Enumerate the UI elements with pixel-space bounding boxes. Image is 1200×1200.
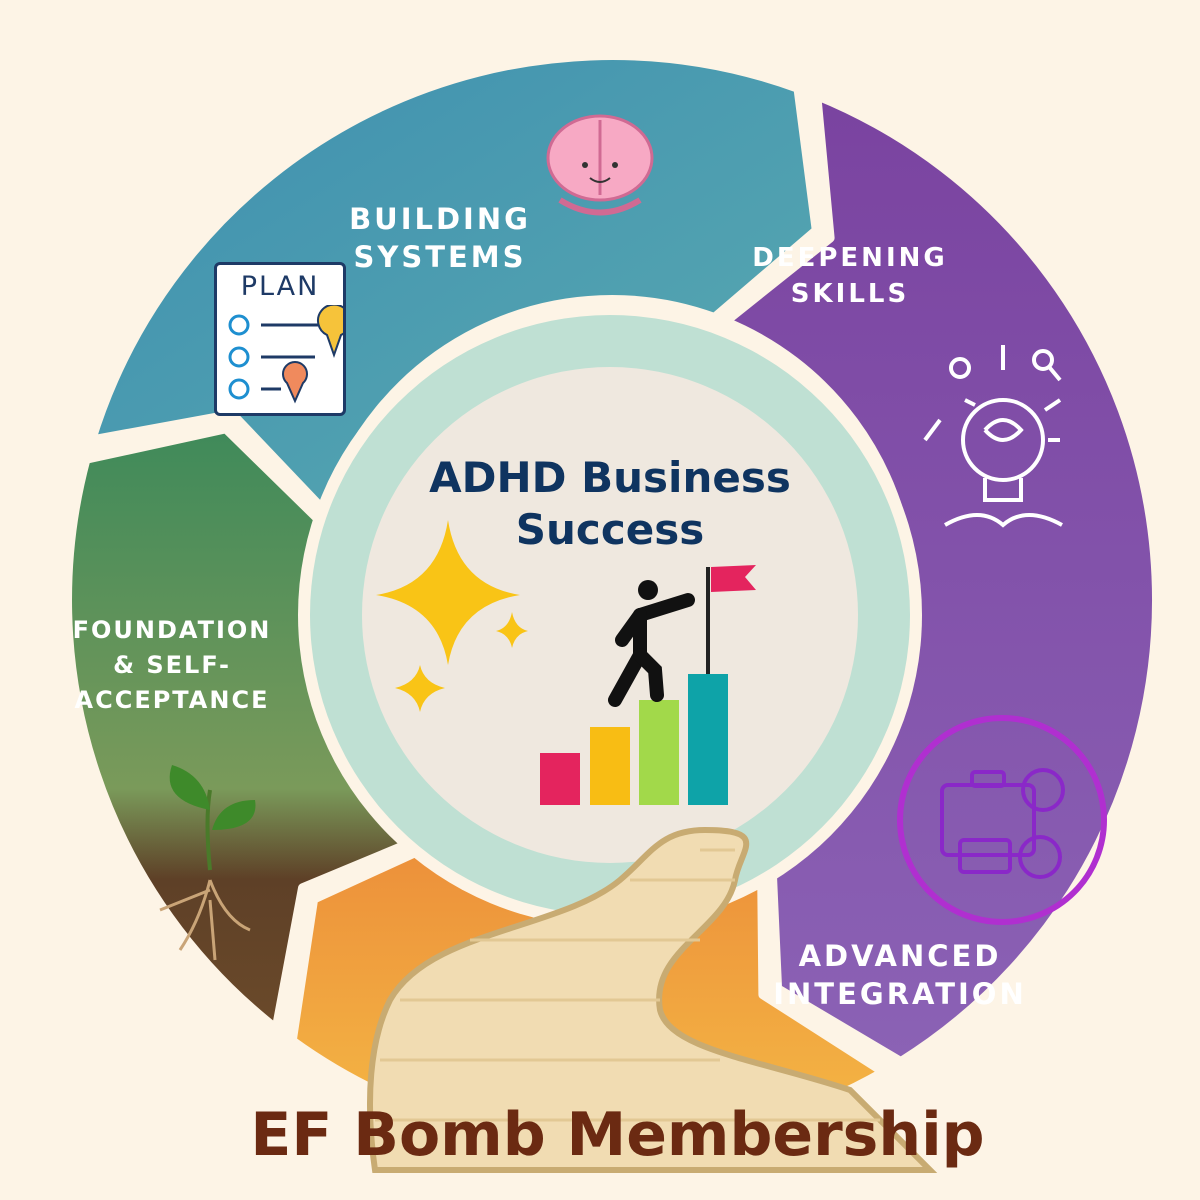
sparkle-icon bbox=[376, 520, 528, 712]
stage-label-advanced-integration: ADVANCED INTEGRATION bbox=[770, 937, 1030, 1013]
stage-label-foundation: FOUNDATION & SELF- ACCEPTANCE bbox=[62, 613, 282, 718]
label-line: INTEGRATION bbox=[773, 977, 1027, 1011]
inner-circle bbox=[362, 367, 858, 863]
checklist-icon bbox=[228, 305, 343, 404]
climbing-person-icon bbox=[608, 580, 695, 707]
briefcase-icon bbox=[897, 715, 1107, 925]
label-line: SKILLS bbox=[790, 279, 910, 309]
footer-title: EF Bomb Membership bbox=[250, 1100, 985, 1170]
brain-icon bbox=[546, 114, 654, 216]
plan-title: PLAN bbox=[240, 271, 320, 302]
sprout-icon bbox=[159, 765, 256, 961]
growth-bars-icon bbox=[540, 565, 756, 805]
stage-label-building-systems: BUILDING SYSTEMS bbox=[340, 200, 540, 276]
plan-checklist-icon: PLAN bbox=[214, 262, 346, 416]
label-line: BUILDING bbox=[349, 202, 531, 236]
center-title: ADHD Business Success bbox=[380, 452, 840, 556]
label-line: DEEPENING bbox=[752, 243, 948, 273]
label-line: ACCEPTANCE bbox=[74, 686, 270, 714]
center-title-line1: ADHD Business bbox=[429, 453, 791, 502]
label-line: ADVANCED bbox=[798, 939, 1002, 973]
label-line: FOUNDATION bbox=[72, 616, 272, 644]
stage-label-deepening-skills: DEEPENING SKILLS bbox=[740, 240, 960, 312]
label-line: & SELF- bbox=[113, 651, 231, 679]
center-title-line2: Success bbox=[515, 505, 705, 554]
label-line: SYSTEMS bbox=[353, 240, 527, 274]
road-planks bbox=[375, 848, 880, 1122]
lightbulb-brain-icon bbox=[923, 345, 1063, 528]
